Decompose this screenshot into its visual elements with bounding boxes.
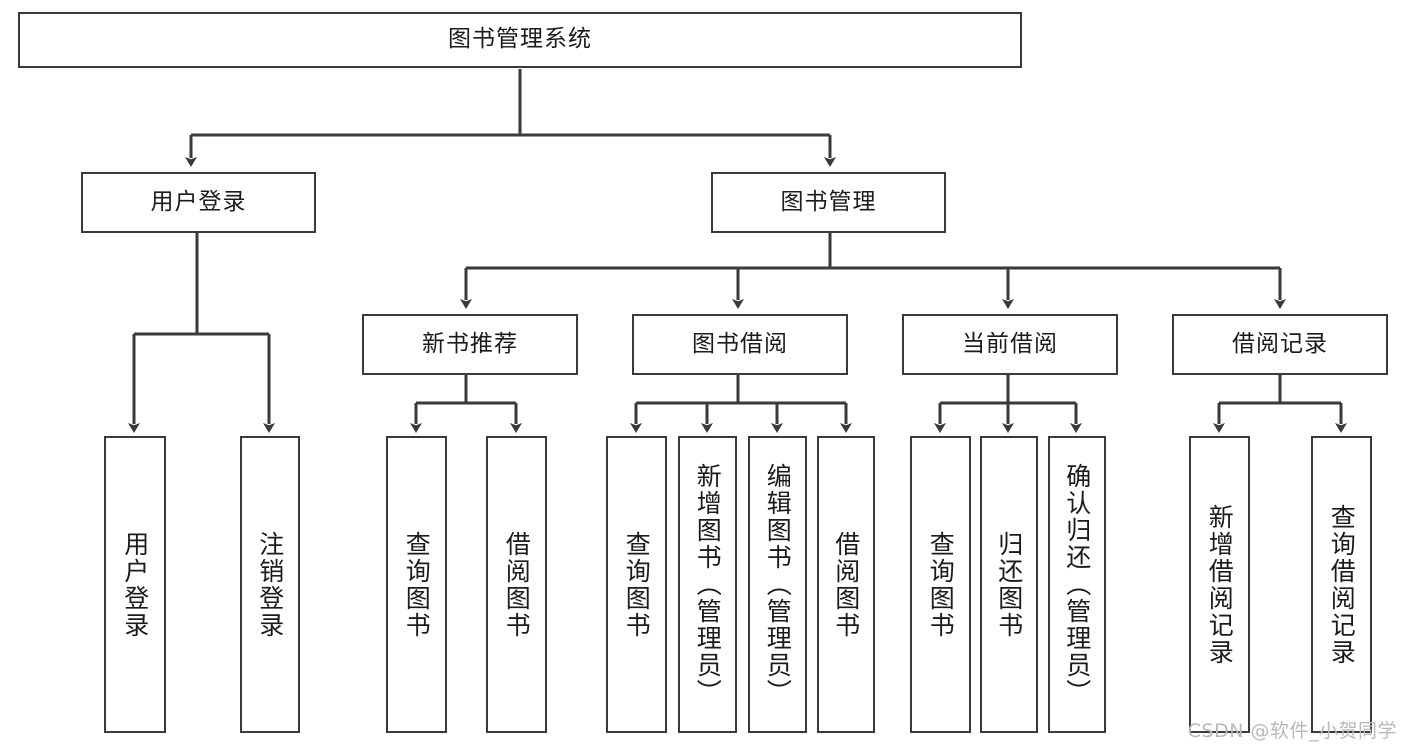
node-label: 借阅记录 <box>1232 330 1328 357</box>
node-label: 图书借阅 <box>692 330 788 357</box>
node-label: 归还图书 <box>994 530 1024 639</box>
leaf-borrow-add-book-admin[interactable]: 新增图书（管理员） <box>678 436 737 733</box>
node-label: 注销登录 <box>255 530 285 639</box>
leaf-user-login[interactable]: 用户登录 <box>104 436 166 733</box>
node-label: 新增借阅记录 <box>1205 503 1235 666</box>
node-label: 查询图书 <box>402 530 432 639</box>
node-label: 新增图书（管理员） <box>693 463 723 706</box>
node-borrow-record[interactable]: 借阅记录 <box>1172 314 1388 375</box>
leaf-user-logout[interactable]: 注销登录 <box>240 436 300 733</box>
node-new-book-recommend[interactable]: 新书推荐 <box>362 314 578 375</box>
csdn-watermark: CSDN @软件_小贺同学 <box>1187 720 1397 742</box>
leaf-borrow-edit-book-admin[interactable]: 编辑图书（管理员） <box>748 436 807 733</box>
node-label: 新书推荐 <box>422 330 518 357</box>
node-label: 图书管理 <box>780 188 877 215</box>
node-label: 借阅图书 <box>831 530 861 639</box>
node-book-manage[interactable]: 图书管理 <box>711 172 946 233</box>
leaf-record-query-borrow-record[interactable]: 查询借阅记录 <box>1311 436 1372 733</box>
node-root-system[interactable]: 图书管理系统 <box>18 12 1022 68</box>
node-label: 确认归还（管理员） <box>1062 463 1092 706</box>
leaf-borrow-borrow-book[interactable]: 借阅图书 <box>817 436 875 733</box>
node-label: 编辑图书（管理员） <box>763 463 793 706</box>
node-label: 用户登录 <box>150 188 247 215</box>
node-label: 查询借阅记录 <box>1327 503 1357 666</box>
leaf-borrow-query-book[interactable]: 查询图书 <box>606 436 667 733</box>
node-label: 用户登录 <box>120 530 150 639</box>
node-current-borrow[interactable]: 当前借阅 <box>902 314 1118 375</box>
node-label: 查询图书 <box>622 530 652 639</box>
leaf-current-return-book[interactable]: 归还图书 <box>980 436 1038 733</box>
leaf-recommend-query-book[interactable]: 查询图书 <box>386 436 447 733</box>
leaf-current-query-book[interactable]: 查询图书 <box>910 436 971 733</box>
node-label: 当前借阅 <box>962 330 1058 357</box>
leaf-record-add-borrow-record[interactable]: 新增借阅记录 <box>1189 436 1250 733</box>
node-book-borrow[interactable]: 图书借阅 <box>632 314 848 375</box>
node-user-login[interactable]: 用户登录 <box>81 172 316 233</box>
node-label: 图书管理系统 <box>448 26 592 53</box>
leaf-current-confirm-return-admin[interactable]: 确认归还（管理员） <box>1048 436 1106 733</box>
node-label: 借阅图书 <box>502 530 532 639</box>
leaf-recommend-borrow-book[interactable]: 借阅图书 <box>486 436 547 733</box>
node-label: 查询图书 <box>926 530 956 639</box>
